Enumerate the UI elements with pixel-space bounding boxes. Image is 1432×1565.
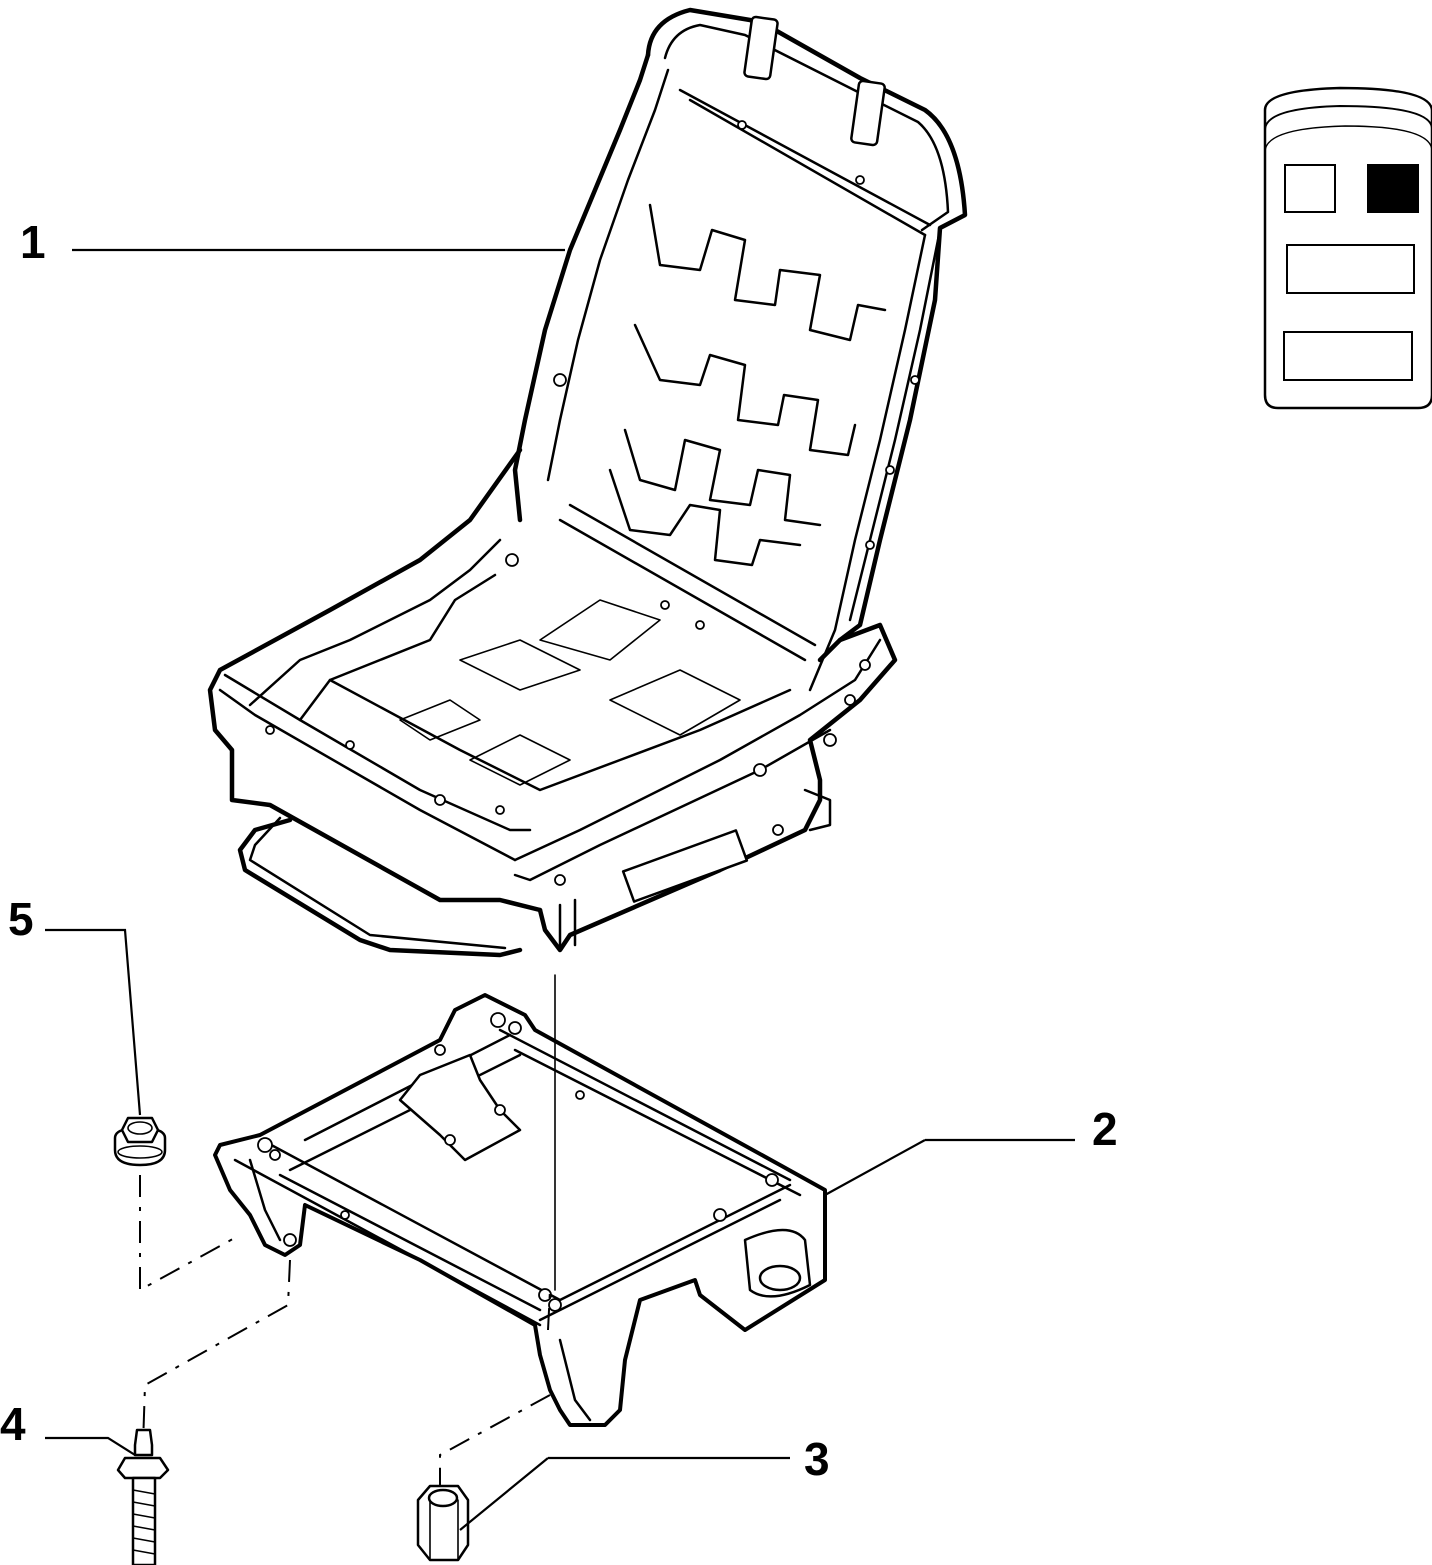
callout-2: 2 (1092, 1103, 1118, 1155)
legend-cell-front-right (1367, 164, 1419, 213)
stud-bolt-part[interactable] (116, 1428, 170, 1565)
leader-lines (45, 248, 1075, 1531)
callout-1: 1 (20, 216, 46, 268)
callout-5: 5 (8, 893, 34, 945)
legend-cell-front-left (1284, 164, 1336, 213)
seat-frame-part[interactable] (207, 7, 968, 958)
hex-nut-part[interactable] (416, 1484, 470, 1562)
callout-4: 4 (0, 1398, 26, 1450)
flange-nut-part[interactable] (113, 1116, 167, 1167)
legend-cell-rear-row (1283, 331, 1413, 381)
assembly-lines (139, 974, 556, 1485)
callout-3: 3 (804, 1433, 830, 1485)
legend-cell-middle-row (1286, 244, 1415, 294)
seat-base-part[interactable] (213, 993, 827, 1427)
seat-position-icon (1263, 86, 1432, 410)
